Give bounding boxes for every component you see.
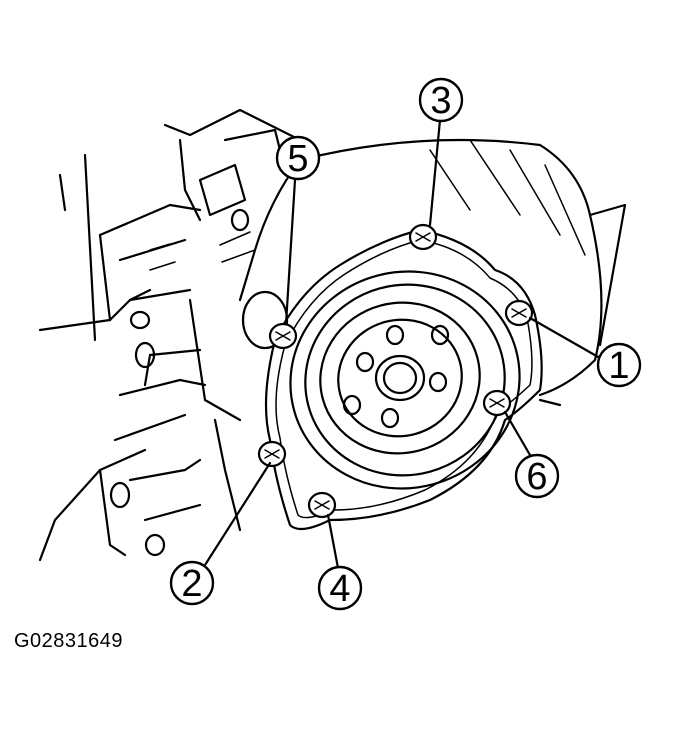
bolt-3 [408, 223, 438, 251]
svg-text:4: 4 [329, 568, 350, 610]
svg-text:2: 2 [181, 563, 202, 605]
leader-6 [503, 410, 532, 457]
bolt-4 [307, 491, 337, 519]
leader-3 [428, 118, 442, 227]
callout-3: 3 [418, 77, 464, 123]
leader-4 [326, 513, 340, 570]
seal-housing-plate [241, 228, 543, 531]
svg-text:3: 3 [430, 80, 451, 122]
callout-1: 1 [596, 342, 642, 388]
bolt-6 [482, 389, 512, 417]
leader-1 [528, 316, 602, 360]
bolt-5 [268, 322, 298, 350]
svg-text:5: 5 [287, 138, 308, 180]
callout-2: 2 [169, 560, 215, 606]
svg-text:1: 1 [608, 345, 629, 387]
svg-text:6: 6 [526, 456, 547, 498]
bolt-1 [504, 299, 534, 327]
figure-code: G02831649 [14, 630, 124, 652]
callout-4: 4 [317, 565, 363, 611]
leader-5 [284, 178, 297, 326]
callout-5: 5 [275, 135, 321, 181]
callout-6: 6 [514, 453, 560, 499]
bolt-2 [257, 440, 287, 468]
leader-2 [203, 461, 272, 567]
engine-block [38, 108, 302, 562]
